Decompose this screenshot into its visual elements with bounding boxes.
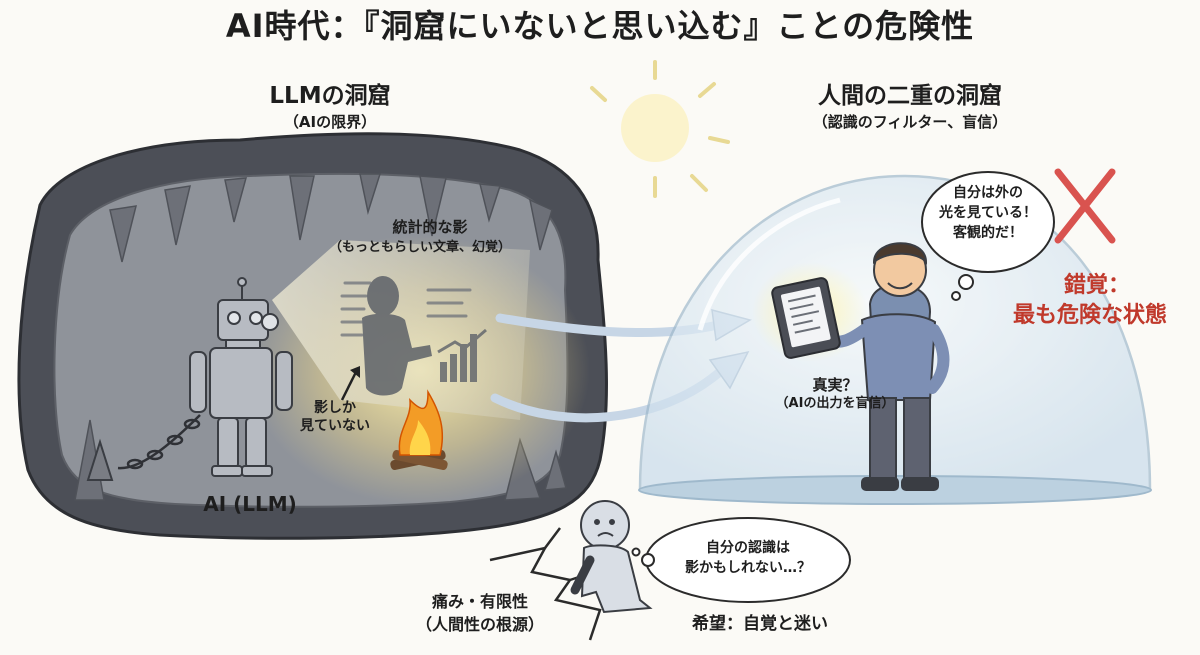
page-title: AI時代：『洞窟にいないと思い込む』ことの危険性: [225, 7, 975, 45]
bubble-line1: 自分は外の: [953, 185, 1023, 201]
illusion-line2: 最も危険な状態: [1012, 303, 1167, 328]
thought-line2: 影かもしれない…？: [685, 560, 811, 576]
cave: [17, 132, 608, 540]
thought-bubble: [631, 517, 851, 603]
robot: [189, 277, 293, 477]
shadow-title: 統計的な影: [392, 218, 468, 236]
bubble-line3: 客観的だ！: [953, 225, 1023, 241]
confidence-bubble: [921, 171, 1055, 301]
shadow-text: [340, 281, 472, 337]
shadow-subtitle: （もっともらしい文章、幻覚）: [328, 240, 511, 255]
left-subheading: （AIの限界）: [283, 113, 377, 131]
shadow-note-line2: 見ていない: [300, 418, 370, 434]
tablet-icon: [771, 277, 841, 359]
chain: [117, 414, 201, 470]
shadow-figure: [362, 276, 432, 396]
robot-lens: [261, 313, 279, 331]
bubble-line2: 光を見ている！: [939, 205, 1037, 221]
cross-mark-icon: [1054, 168, 1116, 244]
illusion-line1: 錯覚：: [1063, 273, 1130, 298]
hope-label: 希望：自覚と迷い: [692, 614, 828, 634]
pain-line2: （人間性の根源）: [415, 615, 544, 634]
right-heading: 人間の二重の洞窟: [818, 83, 1002, 109]
truth-title: 真実？: [812, 376, 858, 394]
left-heading: LLMの洞窟: [269, 83, 391, 109]
right-subheading: （認識のフィルター、盲信）: [812, 113, 1008, 131]
shadow-note-line1: 影しか: [314, 400, 356, 416]
pain-line1: 痛み・有限性: [431, 592, 528, 611]
campfire: [390, 389, 448, 470]
chain-anchor: [86, 438, 114, 481]
truth-subtitle: （AIの出力を盲信）: [775, 396, 895, 411]
kneeling-figure: [570, 500, 653, 614]
shadow-chart: [437, 328, 487, 382]
sun-icon: [590, 60, 730, 198]
shadow-arrow: [340, 371, 358, 401]
robot-label: AI (LLM): [203, 492, 297, 516]
thought-line1: 自分の認識は: [706, 540, 790, 556]
stalactites: [109, 173, 553, 263]
